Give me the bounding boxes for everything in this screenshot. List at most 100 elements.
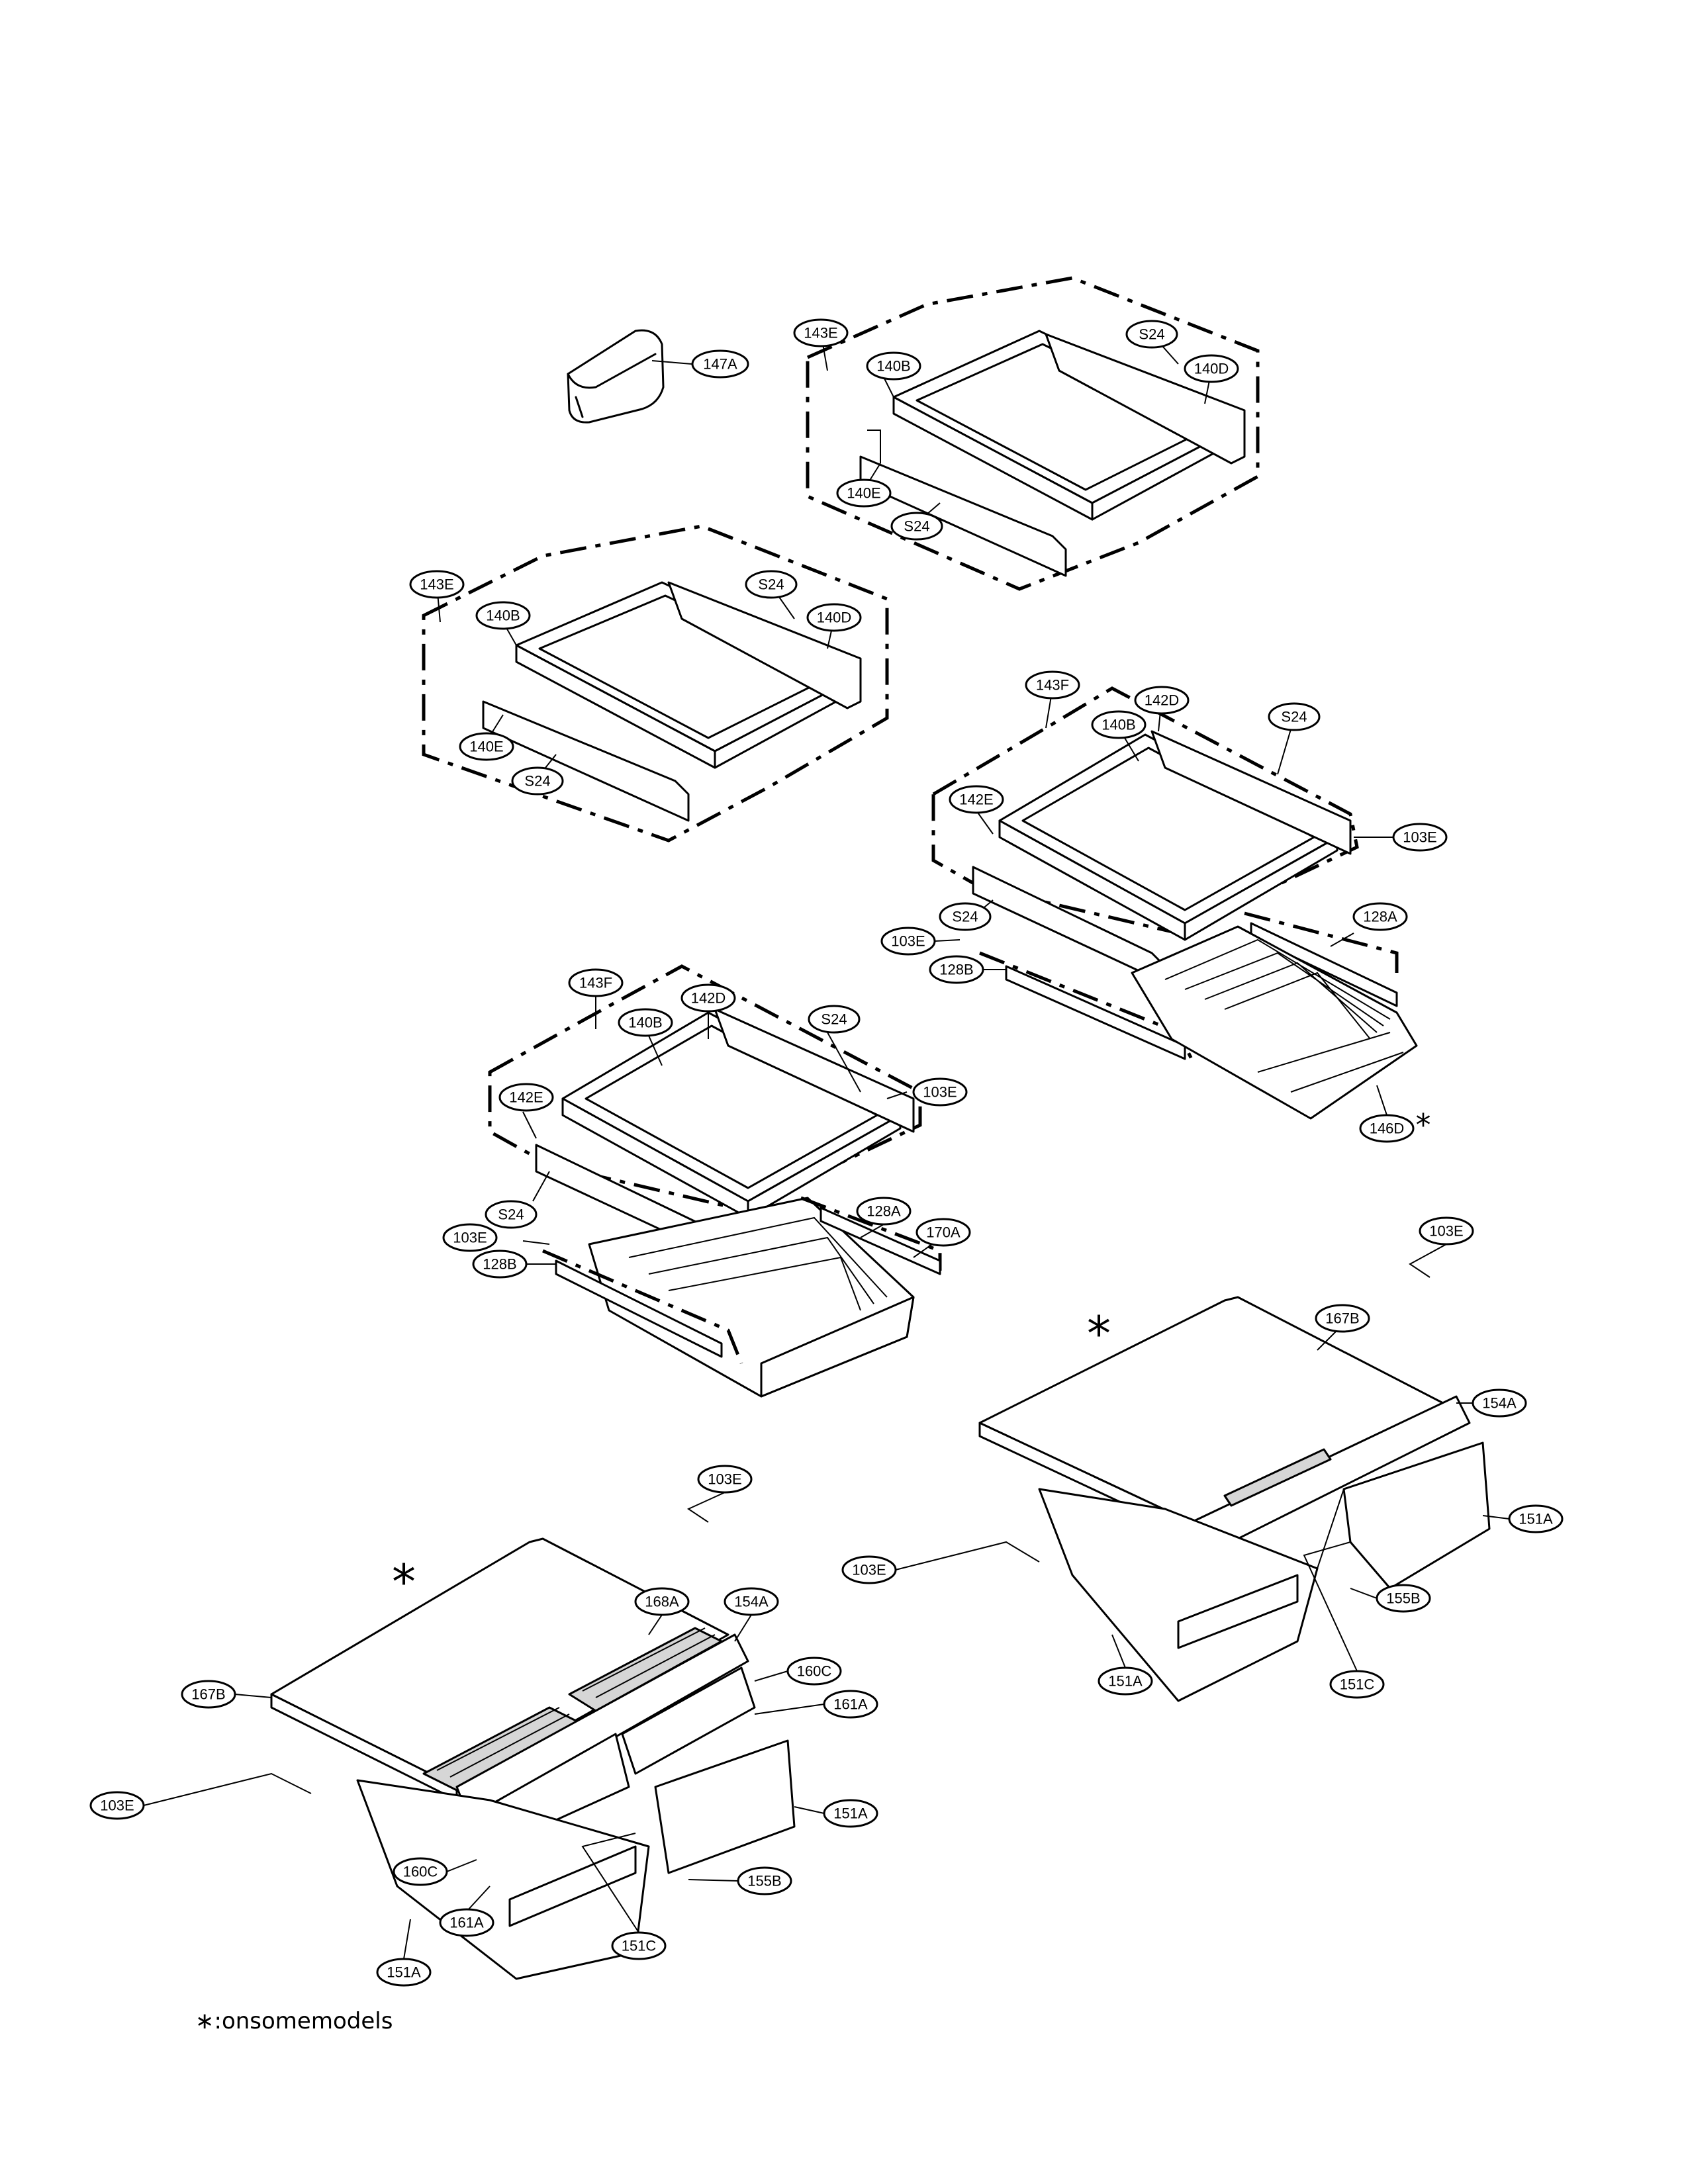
svg-text:140E: 140E (847, 485, 880, 502)
callout-142E-d: 142E (498, 1083, 554, 1112)
svg-text:142D: 142D (1145, 692, 1180, 709)
callout-103E-f2: 103E (89, 1791, 145, 1820)
svg-text:S24: S24 (498, 1206, 524, 1223)
callout-S24-d2: S24 (485, 1200, 538, 1229)
callout-155B-f: 155B (737, 1866, 792, 1895)
callout-142D-d: 142D (680, 983, 736, 1013)
svg-text:140B: 140B (628, 1015, 662, 1031)
callout-103E-d2: 103E (442, 1223, 498, 1252)
svg-text:128B: 128B (939, 962, 973, 978)
callout-154A-f: 154A (724, 1587, 779, 1616)
callout-140D-a: 140D (1184, 354, 1239, 383)
asterisk-146D: * (1416, 1107, 1431, 1143)
callout-151A-e1: 151A (1508, 1504, 1564, 1533)
callout-161A-f1: 161A (823, 1690, 878, 1719)
svg-text:143E: 143E (804, 325, 837, 341)
callout-143E-a: 143E (793, 318, 849, 347)
svg-text:151A: 151A (387, 1964, 421, 1981)
shelf-assembly-143F-lower (488, 964, 942, 1398)
callout-140E-a: 140E (836, 478, 892, 508)
callout-103E-d1: 103E (912, 1077, 968, 1107)
svg-text:160C: 160C (797, 1663, 832, 1680)
svg-text:140B: 140B (876, 358, 910, 375)
callout-S24-b2: S24 (511, 766, 564, 796)
callout-146D-c: 146D (1359, 1114, 1415, 1143)
callout-151A-f1: 151A (823, 1799, 878, 1828)
svg-text:103E: 103E (923, 1084, 957, 1101)
svg-text:S24: S24 (1281, 709, 1307, 725)
shelf-assembly-143F-upper (931, 686, 1418, 1120)
svg-text:103E: 103E (1429, 1223, 1463, 1240)
svg-text:103E: 103E (453, 1230, 487, 1246)
svg-text:146D: 146D (1370, 1120, 1405, 1137)
svg-text:103E: 103E (708, 1471, 741, 1488)
svg-text:S24: S24 (821, 1011, 847, 1028)
svg-text:167B: 167B (1325, 1310, 1359, 1327)
svg-text:S24: S24 (904, 518, 929, 535)
callout-160C-f2: 160C (393, 1857, 448, 1886)
callout-154A-e: 154A (1472, 1388, 1527, 1418)
callout-S24-b1: S24 (745, 570, 798, 599)
callout-S24-c1: S24 (1268, 702, 1321, 731)
svg-text:S24: S24 (758, 576, 784, 593)
callout-143F-c: 143F (1025, 670, 1080, 700)
shelf-assembly-143E-lower (422, 524, 889, 842)
svg-text:143F: 143F (1036, 677, 1069, 694)
callout-151C-e: 151C (1329, 1670, 1385, 1699)
svg-text:142E: 142E (959, 792, 993, 808)
bin-147A (567, 329, 665, 424)
svg-text:142E: 142E (509, 1089, 543, 1106)
callouts: 147A 143E 140B S24 140D 140E S24 143E 14… (89, 318, 1564, 1987)
callout-S24-d1: S24 (808, 1005, 861, 1034)
callout-151A-f2: 151A (376, 1958, 432, 1987)
footnote: ∗:onsomemodels (195, 2008, 393, 2034)
crisper-assembly-left (270, 1537, 796, 1980)
callout-151A-e2: 151A (1098, 1666, 1153, 1696)
svg-text:147A: 147A (703, 356, 737, 373)
callout-128B-d: 128B (472, 1250, 528, 1279)
svg-text:103E: 103E (852, 1562, 886, 1578)
svg-text:154A: 154A (1482, 1395, 1517, 1412)
svg-text:142D: 142D (691, 990, 726, 1007)
svg-text:151C: 151C (1340, 1676, 1375, 1693)
callout-167B-f: 167B (181, 1680, 236, 1709)
svg-text:128A: 128A (1363, 909, 1397, 925)
callout-155B-e: 155B (1376, 1584, 1431, 1613)
callout-103E-e2: 103E (841, 1555, 897, 1584)
callout-128B-c: 128B (929, 955, 984, 984)
callout-142E-c: 142E (949, 785, 1004, 814)
svg-text:151A: 151A (1519, 1511, 1553, 1527)
svg-text:155B: 155B (747, 1873, 781, 1889)
svg-text:S24: S24 (524, 773, 550, 790)
svg-text:140B: 140B (1102, 717, 1135, 733)
callout-151C-f: 151C (611, 1931, 667, 1960)
vent-grille-168A (422, 1627, 723, 1792)
callout-S24-a1: S24 (1125, 320, 1178, 349)
svg-text:S24: S24 (1139, 326, 1164, 343)
svg-text:151A: 151A (1108, 1673, 1143, 1690)
callout-128A-c: 128A (1352, 902, 1408, 931)
callout-140B-b: 140B (475, 601, 531, 630)
svg-text:140D: 140D (817, 610, 852, 626)
callout-167B-e: 167B (1315, 1304, 1370, 1333)
callout-103E-c1: 103E (1392, 823, 1448, 852)
svg-text:140D: 140D (1194, 361, 1229, 377)
callout-143E-b: 143E (409, 570, 465, 599)
svg-text:167B: 167B (191, 1686, 225, 1703)
callout-147A: 147A (691, 349, 749, 379)
callout-160C-f1: 160C (786, 1657, 842, 1686)
callout-103E-e1: 103E (1419, 1216, 1474, 1246)
callout-128A-d: 128A (856, 1197, 912, 1226)
crisper-assembly-right (978, 1296, 1491, 1702)
callout-103E-f1: 103E (697, 1465, 753, 1494)
asterisk-bottom: * (392, 1554, 416, 1610)
callout-103E-c2: 103E (880, 927, 936, 956)
svg-text:151C: 151C (622, 1938, 657, 1954)
callout-S24-a2: S24 (890, 512, 943, 541)
svg-text:143E: 143E (420, 576, 453, 593)
svg-text:103E: 103E (100, 1797, 134, 1814)
svg-text:128A: 128A (867, 1203, 901, 1220)
svg-text:128B: 128B (483, 1256, 516, 1273)
callout-170A-d: 170A (915, 1218, 971, 1247)
